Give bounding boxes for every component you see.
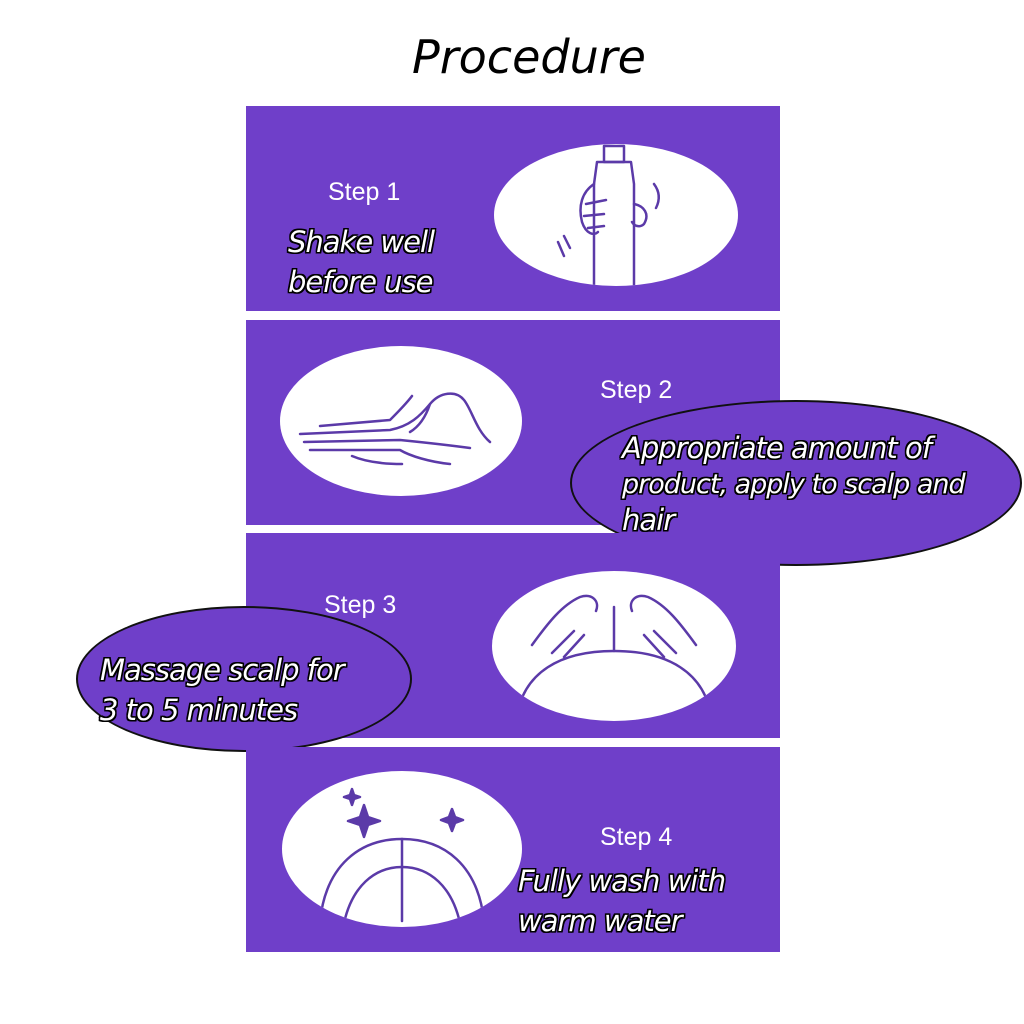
hands-apply-icon (280, 346, 522, 496)
step-2-caption-line-3: hair (622, 503, 675, 537)
step-4-panel: Step 4 Fully wash with warm water (246, 747, 780, 952)
step-4-caption-line-2: warm water (518, 904, 683, 938)
scalp-massage-icon (492, 571, 736, 721)
page-title: Procedure (412, 30, 646, 84)
step-1-caption-line-1: Shake well (288, 225, 435, 259)
step-3-caption-bubble (76, 606, 412, 752)
step-1-caption-line-2: before use (288, 265, 434, 299)
step-4-caption-line-1: Fully wash with (518, 864, 726, 898)
clean-scalp-icon (282, 771, 522, 927)
step-2-caption-line-1: Appropriate amount of (622, 431, 932, 465)
step-2-label: Step 2 (600, 376, 673, 404)
step-4-label: Step 4 (600, 823, 673, 851)
step-1-panel: Step 1 Shake well before use (246, 106, 780, 311)
step-2-caption-line-2: product, apply to scalp and (622, 469, 966, 500)
step-1-label: Step 1 (328, 178, 401, 206)
step-3-label: Step 3 (324, 591, 397, 619)
step-3-caption-line-1: Massage scalp for (100, 653, 345, 687)
bottle-shake-icon (494, 144, 738, 286)
step-3-caption-line-2: 3 to 5 minutes (100, 693, 298, 727)
